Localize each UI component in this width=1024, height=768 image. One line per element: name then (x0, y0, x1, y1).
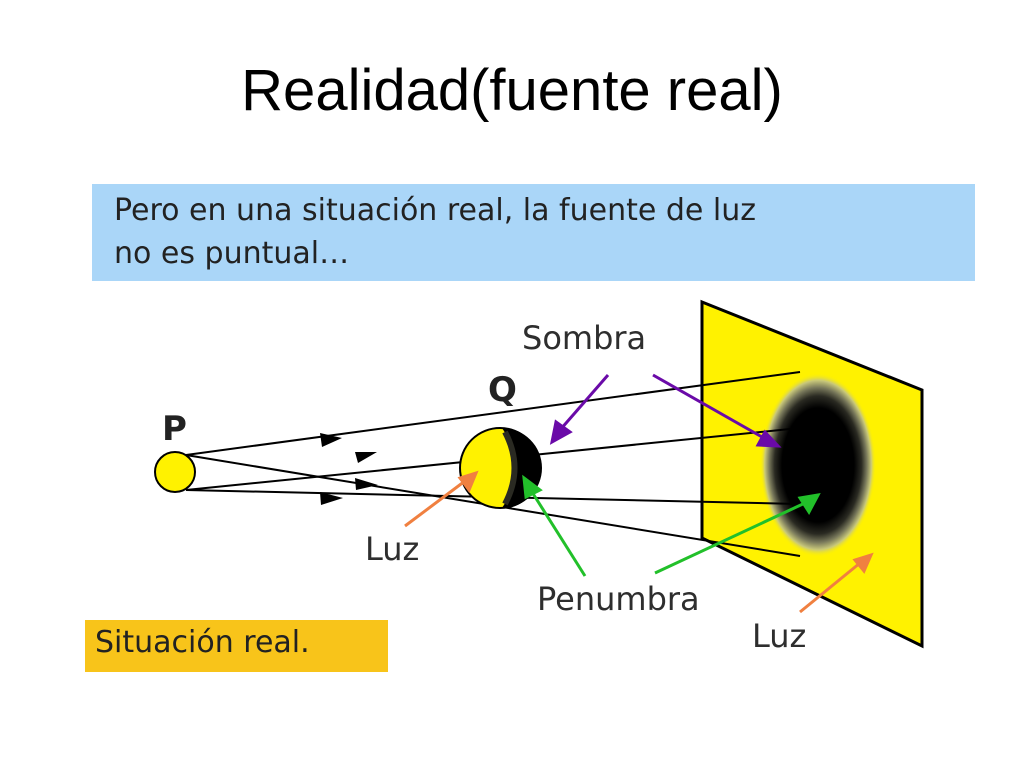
label-light-screen: Luz (752, 617, 806, 655)
ray-top-upper (185, 371, 801, 456)
object-sphere (459, 427, 542, 509)
ray-arrowhead (320, 492, 343, 505)
penumbra-arrows (522, 474, 821, 577)
ray-arrowhead (320, 433, 342, 447)
intro-line-2: no es puntual… (114, 236, 350, 271)
label-object-q: Q (488, 370, 517, 410)
label-source-p: P (162, 409, 187, 449)
slide-title: Realidad(fuente real) (241, 58, 783, 123)
intro-text-box: Pero en una situación real, la fuente de… (92, 184, 975, 281)
label-light-object: Luz (365, 530, 419, 568)
caption-text: Situación real. (95, 625, 310, 660)
ray-arrowheads (320, 433, 378, 505)
shadow-arrows (549, 373, 782, 448)
caption-box: Situación real. (85, 620, 388, 672)
ray-arrowhead (355, 452, 377, 463)
light-arrows (404, 470, 874, 614)
label-shadow: Sombra (522, 319, 646, 357)
light-source (154, 451, 196, 493)
ray-arrowhead (355, 478, 378, 490)
shadow-spot (760, 373, 876, 557)
intro-line-1: Pero en una situación real, la fuente de… (114, 193, 756, 228)
label-penumbra: Penumbra (537, 580, 700, 618)
